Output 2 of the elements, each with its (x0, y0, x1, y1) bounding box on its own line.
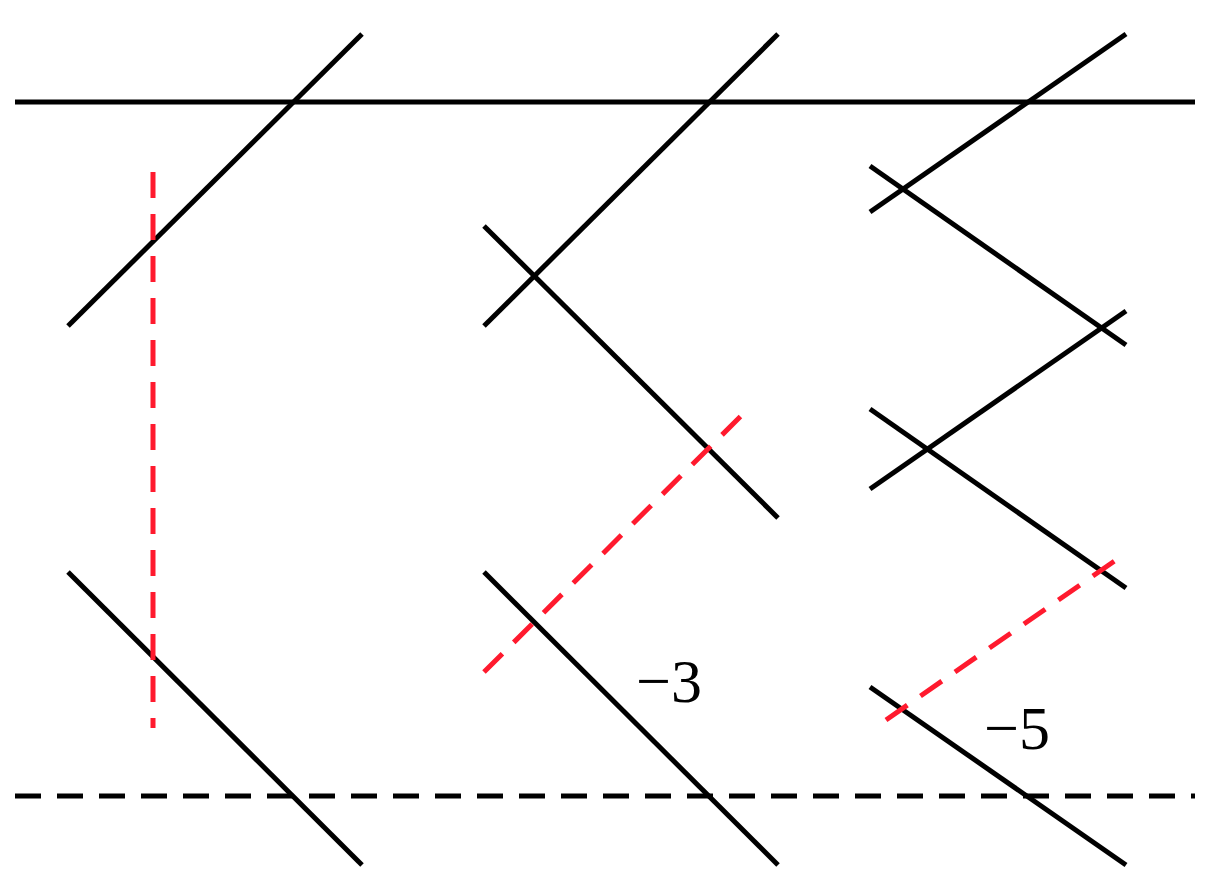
number-label: −3 (636, 650, 702, 712)
number-label: −5 (984, 697, 1050, 759)
